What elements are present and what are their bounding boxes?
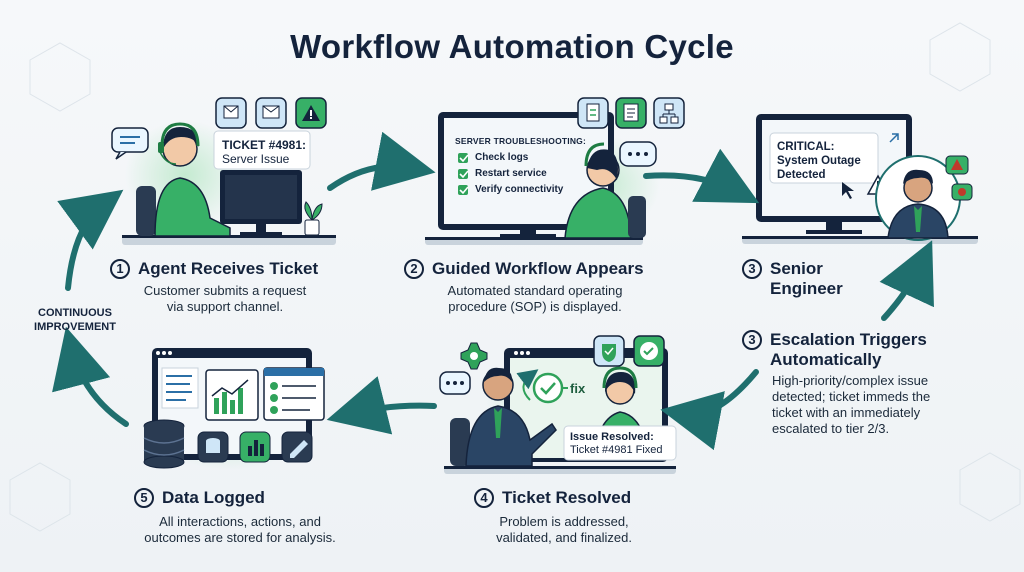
step-2-title: Guided Workflow Appears xyxy=(432,259,644,278)
step-4-title: Ticket Resolved xyxy=(502,488,632,507)
step-2-description: Automated standard operating procedure (… xyxy=(420,283,650,315)
background-hexagons xyxy=(9,22,1021,532)
step-3-engineer-heading: 3 Senior Engineer xyxy=(742,259,843,299)
step-2-desc-line-1: Automated standard operating xyxy=(447,283,623,298)
step-5-desc-line-1: All interactions, actions, and xyxy=(159,514,321,529)
step-3-escalation-heading: 3 Escalation Triggers Automatically xyxy=(742,330,927,370)
ticket-number: TICKET #4981: xyxy=(222,138,307,152)
sop-heading: SERVER TROUBLESHOOTING: xyxy=(455,136,587,146)
escalation-desc-line-4: escalated to tier 2/3. xyxy=(772,421,890,436)
arrow-continuous-to-1 xyxy=(57,189,124,291)
sop-item-verify-connectivity: Verify connectivity xyxy=(475,184,564,195)
scene-guided-workflow xyxy=(425,97,685,245)
scene-senior-engineer xyxy=(742,114,978,244)
step-1-desc-line-1: Customer submits a request xyxy=(143,283,307,298)
cycle-label-line-1: CONTINUOUS xyxy=(38,307,112,319)
escalation-desc-line-2: detected; ticket immeds the xyxy=(772,389,931,404)
step-2-heading: 2 Guided Workflow Appears xyxy=(404,259,644,279)
engineer-title-line-2: Engineer xyxy=(770,279,843,298)
step-3b-number: 3 xyxy=(742,330,762,350)
cycle-label-line-2: IMPROVEMENT xyxy=(34,321,116,333)
arrow-escalation-to-4 xyxy=(660,369,759,451)
scene-data-logged xyxy=(143,348,325,470)
step-5-desc-line-2: outcomes are stored for analysis. xyxy=(144,530,336,545)
arrow-1-to-2 xyxy=(327,131,436,191)
alert-line-3: Detected xyxy=(777,169,826,181)
escalation-title-line-1: Escalation Triggers xyxy=(770,330,927,349)
arrow-escalation-up xyxy=(879,240,934,321)
ticket-label: TICKET #4981: Server Issue xyxy=(222,138,306,166)
step-1-description: Customer submits a request via support c… xyxy=(110,283,340,315)
step-4-heading: 4 Ticket Resolved xyxy=(474,488,631,508)
step-1-title: Agent Receives Ticket xyxy=(138,259,319,278)
sop-item-check-logs: Check logs xyxy=(475,152,529,163)
resolution-card: Issue Resolved: Ticket #4981 Fixed xyxy=(570,431,663,457)
step-1-heading: 1 Agent Receives Ticket xyxy=(110,259,318,279)
step-3-engineer-title: Senior Engineer xyxy=(770,259,843,299)
step-5-title: Data Logged xyxy=(162,488,265,507)
step-2-number: 2 xyxy=(404,259,424,279)
step-5-description: All interactions, actions, and outcomes … xyxy=(120,514,360,546)
ticket-subject: Server Issue xyxy=(222,152,290,166)
scene-ticket-resolved xyxy=(439,335,677,474)
step-1-desc-line-2: via support channel. xyxy=(166,299,284,314)
arrow-5-to-continuous xyxy=(52,326,129,427)
step-3a-number: 3 xyxy=(742,259,762,279)
step-5-number: 5 xyxy=(134,488,154,508)
continuous-improvement-label: CONTINUOUS IMPROVEMENT xyxy=(20,306,130,334)
step-4-desc-line-2: validated, and finalized. xyxy=(496,530,632,545)
resolution-line-2: Ticket #4981 Fixed xyxy=(570,444,663,456)
alert-line-1: CRITICAL: xyxy=(777,141,835,153)
critical-alert: CRITICAL: System Outage Detected xyxy=(777,140,861,182)
escalation-desc-line-3: ticket with an immediately xyxy=(772,405,921,420)
fix-label: fix xyxy=(570,381,586,396)
scene-agent-receives-ticket xyxy=(111,97,336,245)
step-4-number: 4 xyxy=(474,488,494,508)
engineer-title-line-1: Senior xyxy=(770,259,823,278)
arrow-4-to-5 xyxy=(326,376,437,435)
cycle-arrows xyxy=(52,131,934,451)
step-3-escalation-description: High-priority/complex issue detected; ti… xyxy=(772,373,972,437)
step-5-heading: 5 Data Logged xyxy=(134,488,265,508)
sop-item-restart-service: Restart service xyxy=(475,168,547,179)
step-4-desc-line-1: Problem is addressed, xyxy=(499,514,629,529)
escalation-title-line-2: Automatically xyxy=(770,350,882,369)
diagram-title: Workflow Automation Cycle xyxy=(290,28,734,65)
escalation-desc-line-1: High-priority/complex issue xyxy=(772,373,929,388)
step-2-desc-line-2: procedure (SOP) is displayed. xyxy=(448,299,622,314)
arrow-2-to-3 xyxy=(643,148,760,204)
step-4-description: Problem is addressed, validated, and fin… xyxy=(454,514,674,546)
step-1-number: 1 xyxy=(110,259,130,279)
step-3-escalation-title: Escalation Triggers Automatically xyxy=(770,330,927,370)
alert-line-2: System Outage xyxy=(777,155,861,167)
resolution-line-1: Issue Resolved: xyxy=(570,431,654,443)
